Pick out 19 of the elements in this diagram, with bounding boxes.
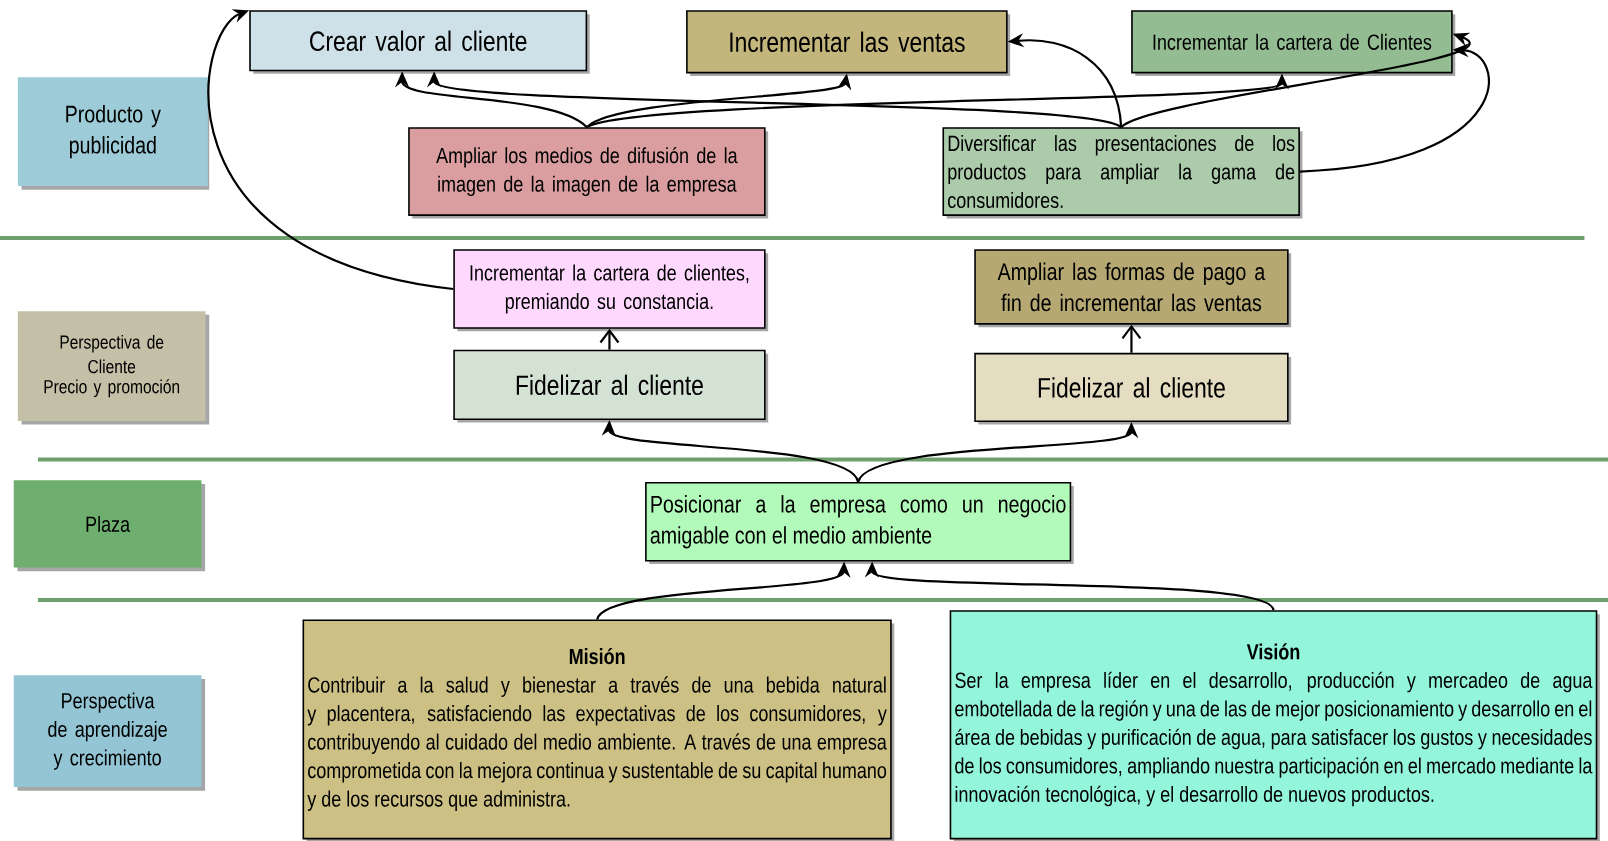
objective-box: Posicionar a la empresa como un negocio amigable con el medio ambiente [645,482,1074,565]
objective-box: Diversificar las presentaciones de los productos para ampliar la gama de consumidores. [942,127,1303,219]
arrow [599,328,620,350]
objective-box: Fidelizar al cliente [974,352,1292,425]
arrow [1121,324,1142,353]
objective-box: Fidelizar al cliente [453,349,769,423]
mission-box: Misión Contribuir a la salud y bienestar a través de una bebida natural y placentera, satisfaciendo las expectativas de los consumidores, y contribuyendo al cuidado del medio ambiente. A través de una empresa comprometida con la mejora continua y sustentable de su capital humano y de los recursos que administra. [302,619,895,841]
vision-box: Visión Ser la empresa líder en el desarrollo, producción y mercadeo de agua embotellada de la región y una de las de mejor posicionamiento y desarrollo en el área de bebidas y purificación de agua, para satisfacer los gustos y necesidades de los consumidores, ampliando nuestra participación en el mercado mediante la innovación tecnológica, y el desarrollo de nuevos productos. [949,610,1600,841]
perspective-box: Producto y publicidad [17,77,210,190]
objective-box: Ampliar los medios de difusión de la imagen de la imagen de la empresa [408,127,769,219]
objective-box: Incrementar la cartera de Clientes [1131,10,1456,76]
perspective-box: Plaza [13,480,206,572]
objective-box: Ampliar las formas de pago a fin de incrementar las ventas [974,249,1292,328]
objective-box: Crear valor al cliente [249,10,590,74]
objective-box: Incrementar la cartera de clientes, premiando su constancia. [453,249,769,332]
arrow [207,9,454,291]
perspective-box: Perspectiva de aprendizaje y crecimiento [13,675,206,791]
perspective-box: Perspectiva de Cliente Precio y promoción [17,311,210,425]
objective-box: Incrementar las ventas [686,10,1011,76]
